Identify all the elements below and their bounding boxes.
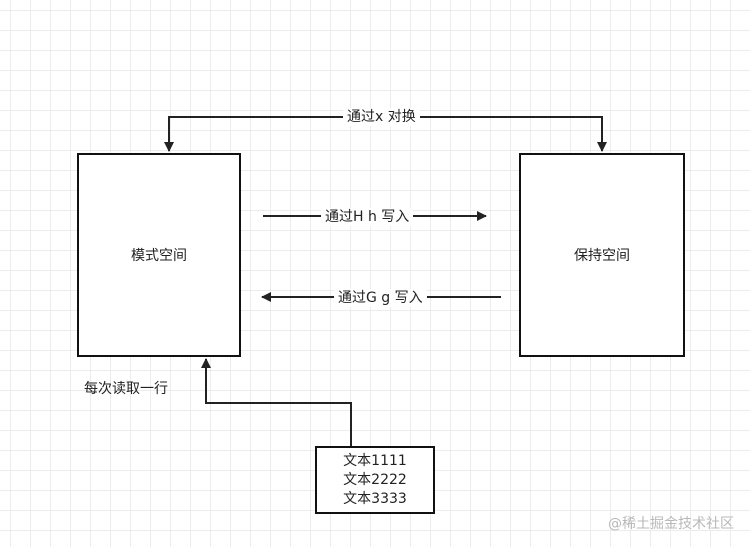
write-g-label: 通过G g 写入 (334, 289, 427, 307)
text-line: 文本1111 (343, 452, 407, 469)
pattern-space-box: 模式空间 (77, 153, 241, 357)
watermark: @稀土掘金技术社区 (608, 516, 734, 532)
read-connector (201, 358, 352, 446)
swap-connector-left (164, 116, 385, 152)
text-lines-box: 文本1111 文本2222 文本3333 (315, 446, 435, 514)
pattern-space-label: 模式空间 (131, 248, 187, 264)
read-label: 每次读取一行 (84, 381, 168, 397)
swap-label: 通过x 对换 (343, 108, 420, 126)
write-h-label: 通过H h 写入 (321, 208, 414, 226)
hold-space-box: 保持空间 (519, 153, 685, 357)
hold-space-label: 保持空间 (574, 248, 630, 264)
text-line: 文本3333 (343, 490, 407, 507)
swap-connector-right (385, 116, 607, 152)
text-line: 文本2222 (343, 471, 407, 488)
